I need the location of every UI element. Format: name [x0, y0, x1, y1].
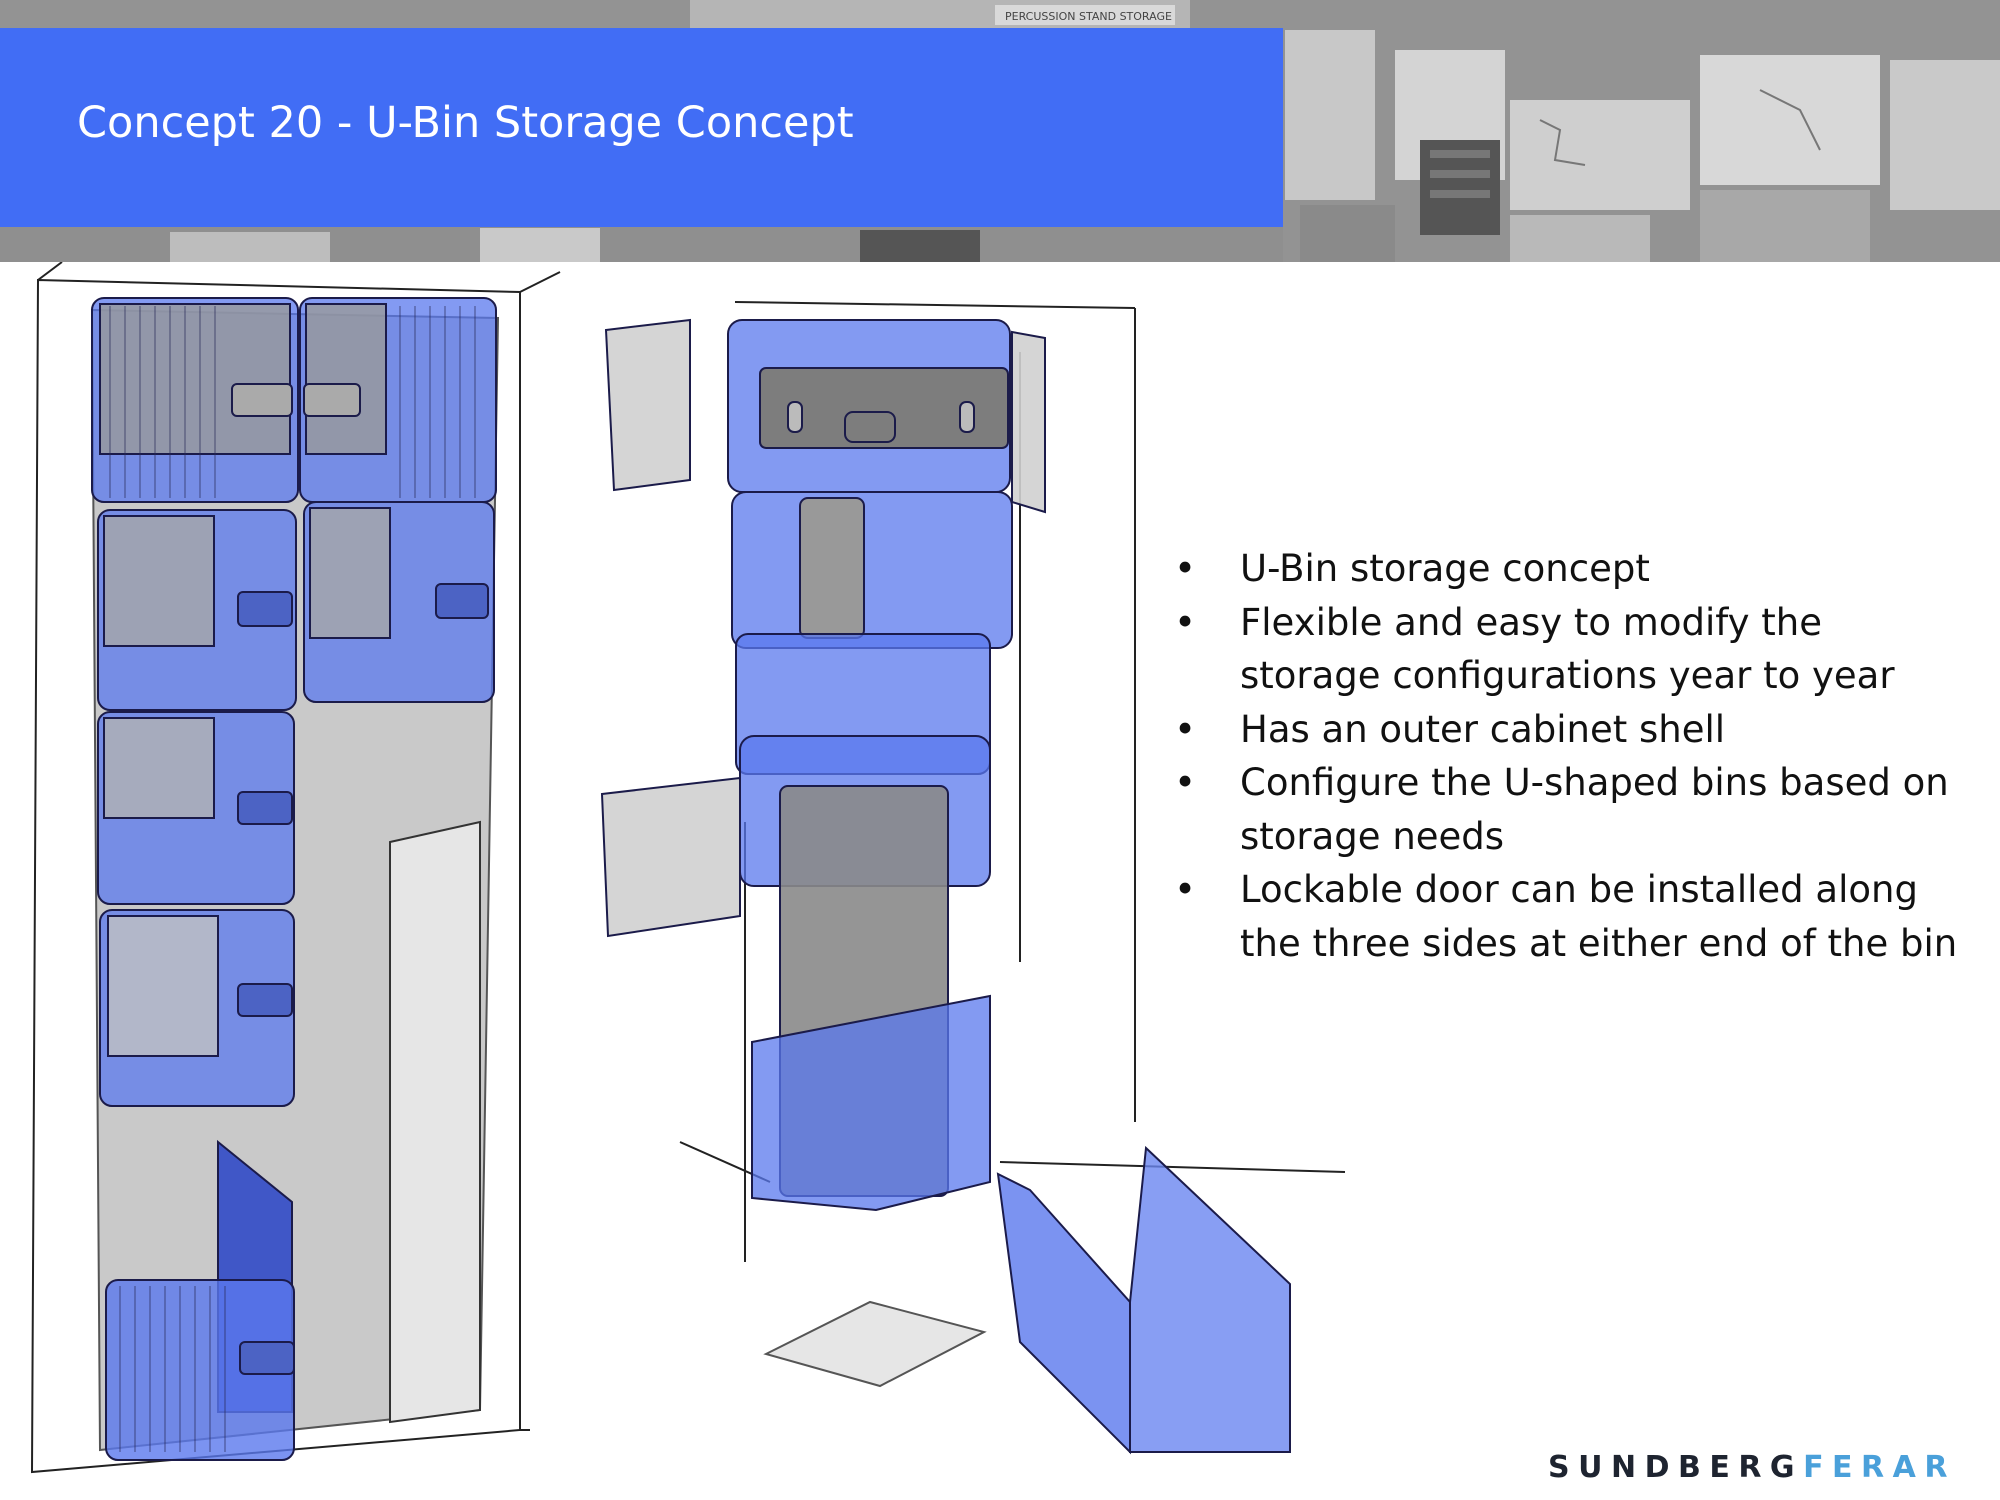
list-item: • U-Bin storage concept	[1170, 542, 1970, 596]
list-item: • Lockable door can be installed along th…	[1170, 863, 1970, 970]
bullet-text: Flexible and easy to modify the storage …	[1240, 600, 1895, 698]
bullet-text: Lockable door can be installed along the…	[1240, 868, 1958, 965]
bullet-text: U-Bin storage concept	[1240, 547, 1650, 590]
bullet-glyph: •	[1174, 547, 1196, 590]
bullet-glyph: •	[1174, 707, 1196, 751]
bullet-glyph: •	[1174, 761, 1196, 804]
list-item: • Configure the U-shaped bins based on st…	[1170, 756, 1970, 863]
left-bins	[91, 297, 497, 1461]
logo-part-2: FERAR	[1803, 1450, 1956, 1485]
bullet-glyph: •	[1174, 600, 1196, 644]
right-bins	[600, 318, 1291, 1455]
sundberg-ferar-logo: SUNDBERGFERAR	[1548, 1450, 1956, 1485]
u-bin-concept-sketch	[30, 262, 1346, 1474]
slide-title: Concept 20 - U-Bin Storage Concept	[77, 98, 854, 148]
title-bar	[0, 28, 1283, 227]
logo-part-1: SUNDBERG	[1548, 1450, 1804, 1485]
photo-sign-text: PERCUSSION STAND STORAGE	[1005, 10, 1172, 23]
list-item: • Has an outer cabinet shell	[1170, 703, 1970, 757]
bullet-text: Has an outer cabinet shell	[1240, 707, 1726, 751]
bullet-glyph: •	[1174, 868, 1196, 911]
bullet-text: Configure the U-shaped bins based on sto…	[1240, 761, 1949, 858]
bullet-list: • U-Bin storage concept • Flexible and eas…	[1170, 542, 1970, 970]
list-item: • Flexible and easy to modify the storage…	[1170, 596, 1970, 703]
